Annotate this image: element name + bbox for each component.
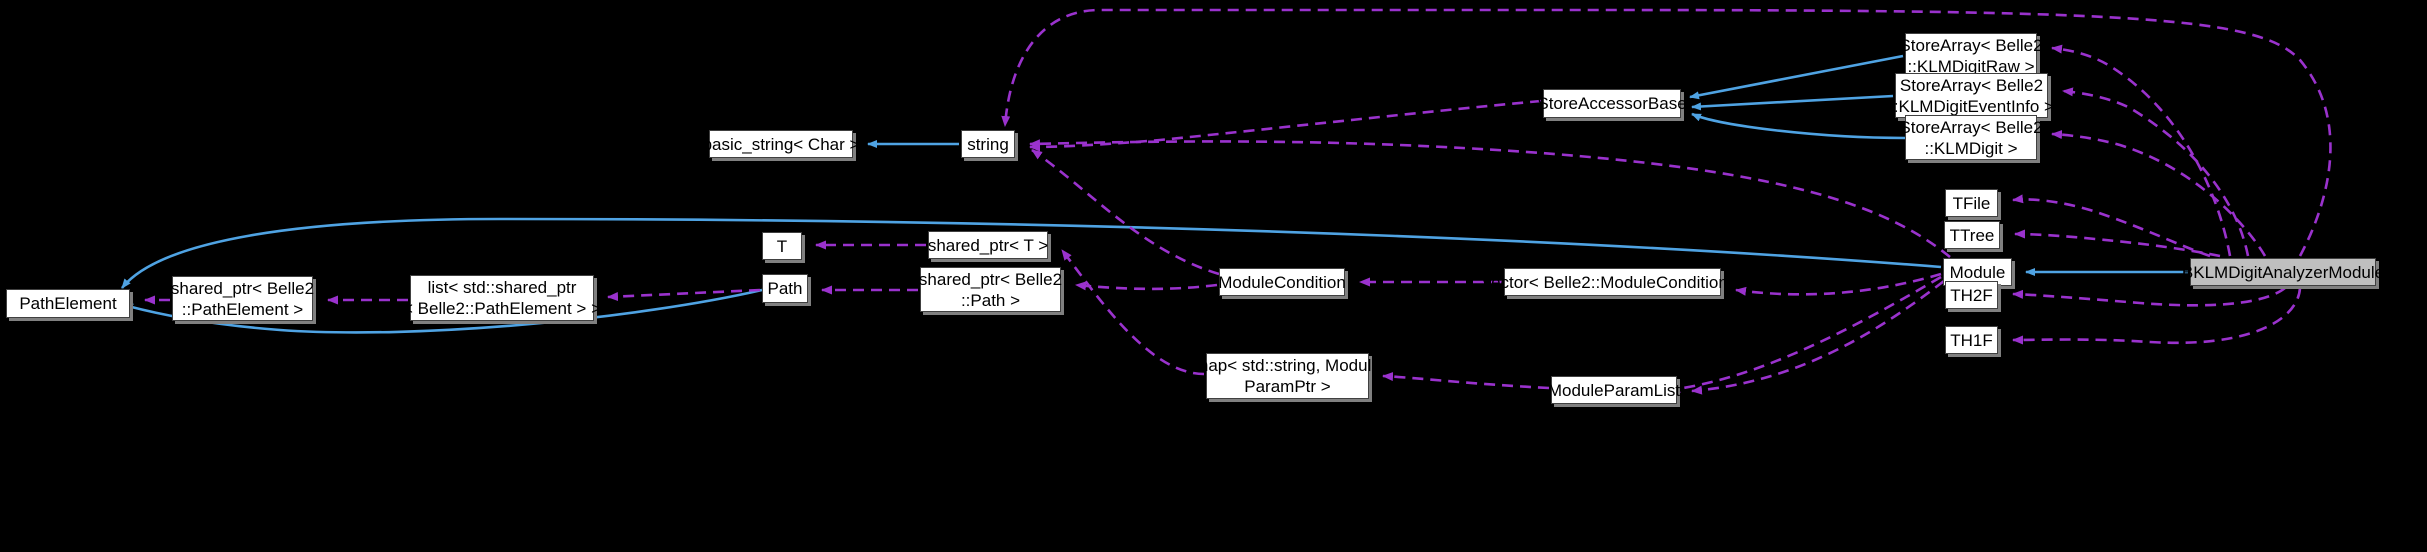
class-node-label: TH2F (1950, 285, 1993, 305)
class-node-vec_modulecondition[interactable]: vector< Belle2::ModuleCondition > (1483, 268, 1742, 296)
edge-bklm-to-string-top (1001, 8, 2332, 257)
class-node-label: shared_ptr< T > (927, 235, 1049, 255)
class-node-label: ModuleCondition (1218, 272, 1346, 292)
edge-module-to-pathelement (120, 217, 1942, 289)
edge-moduleparamlist-to-map (1382, 372, 1550, 390)
edge-map-to-sp_t (1060, 249, 1205, 376)
class-node-th1f[interactable]: TH1F (1945, 326, 1998, 354)
class-node-list_sp_pathelement[interactable]: list< std::shared_ptr < Belle2::PathElem… (403, 275, 601, 321)
class-node-t[interactable]: T (762, 232, 802, 260)
edge-modulecondition-to-string (1031, 148, 1220, 276)
class-node-label: list< std::shared_ptr < Belle2::PathElem… (403, 278, 601, 318)
edge-module-to-logconfig (1669, 275, 1942, 394)
edge-bklm-to-th2f (2012, 286, 2286, 307)
edge-bklm-to-klmdigitraw (2051, 44, 2232, 257)
class-node-label: Path (767, 279, 803, 298)
class-node-label: shared_ptr< Belle2 ::Path > (918, 269, 1063, 310)
edge-klmdigit-to-storeaccessorbase (1691, 112, 1906, 140)
class-node-modulecondition[interactable]: ModuleCondition (1218, 268, 1346, 296)
class-node-pathelement[interactable]: PathElement (6, 289, 130, 318)
usage-edges (144, 8, 2332, 395)
class-node-map_moduleparam[interactable]: map< std::string, Module ParamPtr > (1194, 353, 1381, 399)
edge-bklm-to-tfile (2012, 194, 2211, 258)
class-node-label: basic_string< Char > (702, 134, 860, 154)
class-node-ttree[interactable]: TTree (1944, 221, 2000, 249)
class-node-label: PathElement (19, 294, 117, 313)
class-node-string[interactable]: string (961, 130, 1015, 158)
class-node-path[interactable]: Path (762, 274, 808, 303)
class-node-storeaccessorbase[interactable]: StoreAccessorBase (1537, 89, 1687, 118)
class-node-sp_path[interactable]: shared_ptr< Belle2 ::Path > (918, 267, 1063, 312)
inheritance-edges (120, 54, 2188, 334)
edge-bklm-to-klmdigiteventinfo (2062, 87, 2250, 257)
class-node-label: StoreArray< Belle2 ::KLMDigit > (1899, 117, 2043, 158)
class-node-sp_t[interactable]: shared_ptr< T > (928, 231, 1048, 259)
edge-bklm-to-klmdigit (2051, 130, 2267, 257)
class-node-label: Module (1949, 262, 2006, 282)
class-node-th2f[interactable]: TH2F (1945, 281, 1998, 309)
edge-klmdigitraw-to-storeaccessorbase (1689, 54, 1904, 100)
class-node-label: vector< Belle2::ModuleCondition > (1482, 272, 1743, 292)
edge-storeaccessorbase-to-string (1029, 99, 1542, 152)
class-node-label: StoreArray< Belle2 ::KLMDigitEventInfo > (1889, 75, 2054, 116)
edge-klmdigiteventinfo-to-storeaccessorbase (1691, 94, 1894, 111)
class-node-sa_klmdigiteventinfo[interactable]: StoreArray< Belle2 ::KLMDigitEventInfo > (1889, 73, 2054, 118)
class-node-label: ModuleParamList (1547, 380, 1681, 400)
class-node-label: BKLMDigitAnalyzerModule (2181, 262, 2385, 282)
class-node-moduleparamlist[interactable]: ModuleParamList (1547, 376, 1681, 404)
class-node-label: TTree (1949, 225, 1995, 245)
class-node-label: T (776, 236, 788, 256)
class-node-label: TH1F (1950, 330, 1993, 350)
class-node-label: string (967, 134, 1009, 154)
class-node-tfile[interactable]: TFile (1945, 189, 1998, 217)
edge-modulecondition-to-sp_path (1075, 281, 1218, 291)
class-node-label: shared_ptr< Belle2 ::PathElement > (170, 278, 315, 319)
class-node-sa_klmdigit[interactable]: StoreArray< Belle2 ::KLMDigit > (1899, 115, 2043, 160)
edge-module-to-vecmc (1735, 272, 1942, 296)
class-node-bklmdigitanalyzer[interactable]: BKLMDigitAnalyzerModule (2182, 258, 2384, 286)
class-node-label: StoreAccessorBase (1537, 94, 1687, 113)
edge-bklm-to-ttree (2014, 229, 2221, 258)
class-node-label: map< std::string, Module ParamPtr > (1194, 356, 1381, 396)
class-node-label: TFile (1952, 193, 1991, 213)
class-node-basic_string[interactable]: basic_string< Char > (703, 130, 859, 158)
edge-module-to-moduleparamlist (1691, 279, 1945, 395)
class-node-label: StoreArray< Belle2 ::KLMDigitRaw > (1899, 35, 2043, 76)
edge-bklm-to-th1f (2012, 287, 2302, 345)
class-node-sa_klmdigitraw[interactable]: StoreArray< Belle2 ::KLMDigitRaw > (1899, 33, 2043, 78)
edge-path-to-list (607, 288, 761, 302)
class-node-sp_pathelement[interactable]: shared_ptr< Belle2 ::PathElement > (170, 276, 315, 321)
edge-module-to-string (1029, 139, 1951, 259)
